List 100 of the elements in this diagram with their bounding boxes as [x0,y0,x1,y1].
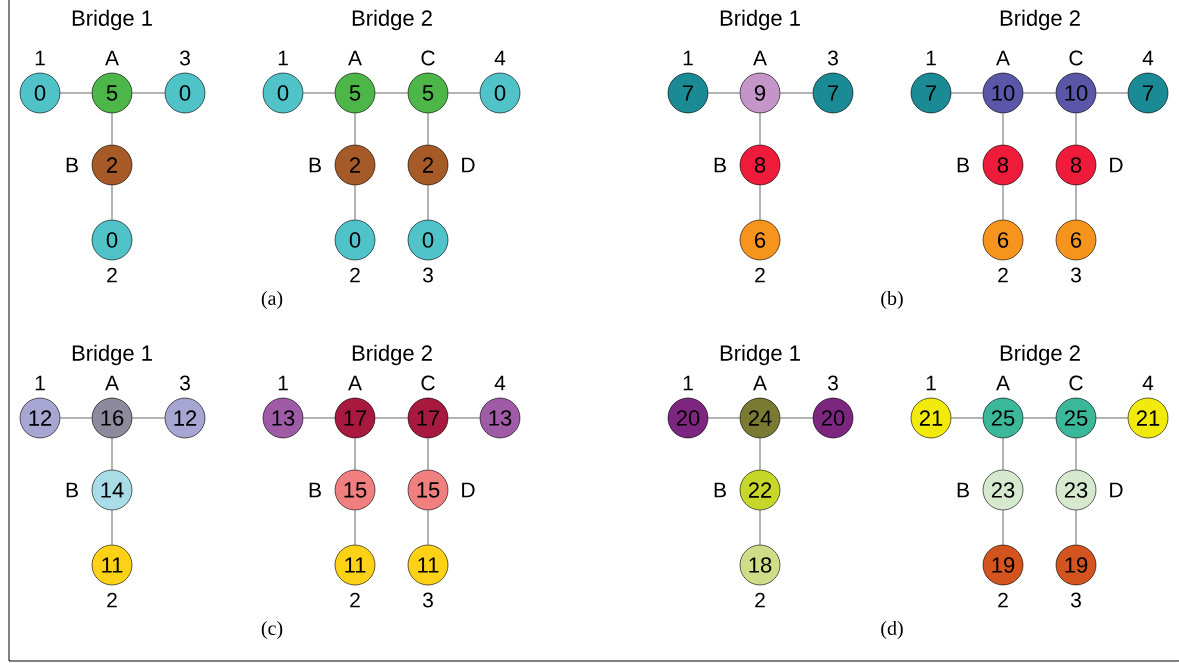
circle-node: 0 [91,219,133,261]
node-label: 2 [350,592,360,608]
connector-line [60,417,92,419]
connector-line [427,185,429,220]
node-label: 3 [827,50,838,66]
node-label: B [309,482,321,498]
circle-node: 25 [1055,397,1097,439]
panel-caption: (b) [881,290,903,310]
connector-line [951,92,983,94]
node-label: 3 [179,375,190,391]
circle-node: 21 [910,397,952,439]
circle-node: 8 [1055,144,1097,186]
bridge-title: Bridge 1 [720,344,800,366]
circle-node: 2 [407,144,449,186]
node-label: B [957,157,969,173]
bridge-title: Bridge 2 [1000,9,1080,31]
circle-node: 17 [334,397,376,439]
connector-line [303,92,335,94]
node-label: D [462,157,475,173]
connector-line [111,185,113,220]
bridge-title: Bridge 2 [352,344,432,366]
circle-node: 15 [407,469,449,511]
connector-line [1075,185,1077,220]
connector-line [1023,92,1056,94]
node-label: C [421,50,435,66]
circle-node: 11 [407,544,449,586]
circle-node: 5 [334,72,376,114]
circle-node: 11 [91,544,133,586]
node-label: D [1110,482,1123,498]
circle-node: 9 [739,72,781,114]
node-label: 4 [1142,375,1154,391]
node-label: C [1069,50,1083,66]
connector-line [1096,92,1128,94]
connector-line [448,417,480,419]
connector-line [759,113,761,145]
circle-node: 25 [982,397,1024,439]
circle-node: 5 [407,72,449,114]
node-label: 1 [683,50,693,66]
connector-line [132,92,165,94]
node-label: B [66,482,78,498]
circle-node: 7 [812,72,854,114]
circle-node: 15 [334,469,376,511]
connector-line [780,417,813,419]
node-label: B [309,157,321,173]
connector-line [759,185,761,220]
connector-line [427,113,429,145]
node-label: 1 [35,50,45,66]
circle-node: 22 [739,469,781,511]
circle-node: 19 [1055,544,1097,586]
connector-line [1023,417,1056,419]
node-label: D [462,482,475,498]
node-label: 2 [998,267,1008,283]
bridge-title: Bridge 1 [72,344,152,366]
node-label: C [1069,375,1083,391]
connector-line [951,417,983,419]
node-label: 3 [827,375,838,391]
node-label: 2 [107,267,117,283]
node-label: 2 [755,267,765,283]
circle-node: 13 [262,397,304,439]
circle-node: 10 [1055,72,1097,114]
connector-line [1075,438,1077,470]
node-label: 1 [35,375,45,391]
node-label: 4 [1142,50,1154,66]
node-label: 3 [422,267,433,283]
circle-node: 12 [164,397,206,439]
node-label: A [996,375,1010,391]
connector-line [1002,185,1004,220]
connector-line [427,510,429,545]
circle-node: 7 [1127,72,1169,114]
bridge-title: Bridge 2 [352,9,432,31]
node-label: 3 [179,50,190,66]
circle-node: 5 [91,72,133,114]
connector-line [111,113,113,145]
connector-line [1075,510,1077,545]
circle-node: 0 [407,219,449,261]
connector-line [1096,417,1128,419]
connector-line [375,92,408,94]
circle-node: 23 [982,469,1024,511]
circle-node: 14 [91,469,133,511]
circle-node: 18 [739,544,781,586]
circle-node: 6 [739,219,781,261]
circle-node: 6 [1055,219,1097,261]
connector-line [759,510,761,545]
connector-line [448,92,480,94]
connector-line [354,510,356,545]
connector-line [708,417,740,419]
circle-node: 0 [479,72,521,114]
node-label: A [105,50,119,66]
circle-node: 19 [982,544,1024,586]
node-label: 3 [1070,592,1081,608]
circle-node: 6 [982,219,1024,261]
circle-node: 2 [91,144,133,186]
node-label: 2 [755,592,765,608]
node-label: 4 [494,50,506,66]
connector-line [708,92,740,94]
circle-node: 12 [19,397,61,439]
circle-node: 17 [407,397,449,439]
circle-node: 7 [667,72,709,114]
circle-node: 0 [334,219,376,261]
node-label: 2 [350,267,360,283]
